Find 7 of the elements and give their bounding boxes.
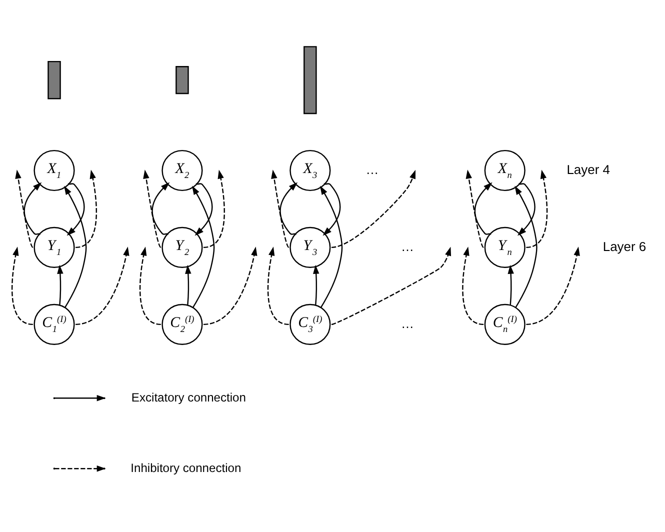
label: … — [401, 238, 414, 254]
legend-label: Inhibitory connection — [130, 460, 242, 475]
label: Layer 4 — [566, 162, 610, 177]
label: … — [401, 316, 414, 331]
label: Layer 6 — [602, 238, 646, 254]
legend-label: Excitatory connection — [131, 390, 246, 404]
label: … — [366, 162, 379, 177]
